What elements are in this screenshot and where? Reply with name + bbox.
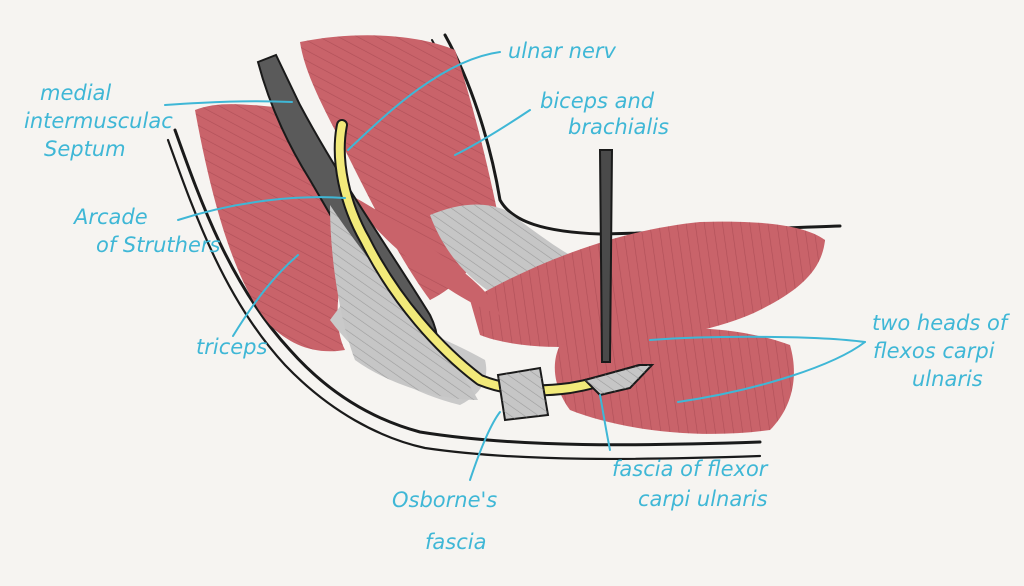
label-triceps: triceps bbox=[196, 335, 267, 359]
fascia-of-fcu bbox=[583, 364, 655, 397]
label-arcade-struthers-line1: Arcade bbox=[72, 205, 148, 229]
label-medial-septum-line3: Septum bbox=[44, 137, 126, 161]
label-fascia-fcu-line2: carpi ulnaris bbox=[638, 487, 768, 511]
label-biceps-brachialis-line2: brachialis bbox=[568, 115, 669, 139]
labels: ulnar nerv biceps and brachialis medial … bbox=[24, 39, 1011, 554]
label-osbornes-line2: fascia bbox=[425, 530, 486, 554]
label-osbornes-line1: Osborne's bbox=[392, 488, 497, 512]
label-two-heads-line2: flexos carpi bbox=[873, 339, 995, 363]
retractor-rod bbox=[598, 149, 614, 363]
osbornes-fascia bbox=[496, 366, 550, 422]
label-two-heads-line1: two heads of bbox=[872, 311, 1011, 335]
label-medial-septum-line2: intermusculac bbox=[24, 109, 173, 133]
ulnar-nerve bbox=[333, 119, 646, 397]
label-arcade-struthers-line2: of Struthers bbox=[96, 233, 221, 257]
flexor-carpi-ulnaris-muscle bbox=[350, 195, 825, 434]
label-fascia-fcu-line1: fascia of flexor bbox=[612, 457, 769, 481]
label-two-heads-line3: ulnaris bbox=[912, 367, 983, 391]
label-medial-septum-line1: medial bbox=[40, 81, 111, 105]
label-biceps-brachialis-line1: biceps and bbox=[540, 89, 655, 113]
label-ulnar-nerve: ulnar nerv bbox=[508, 39, 616, 63]
leader-lines bbox=[164, 51, 866, 481]
